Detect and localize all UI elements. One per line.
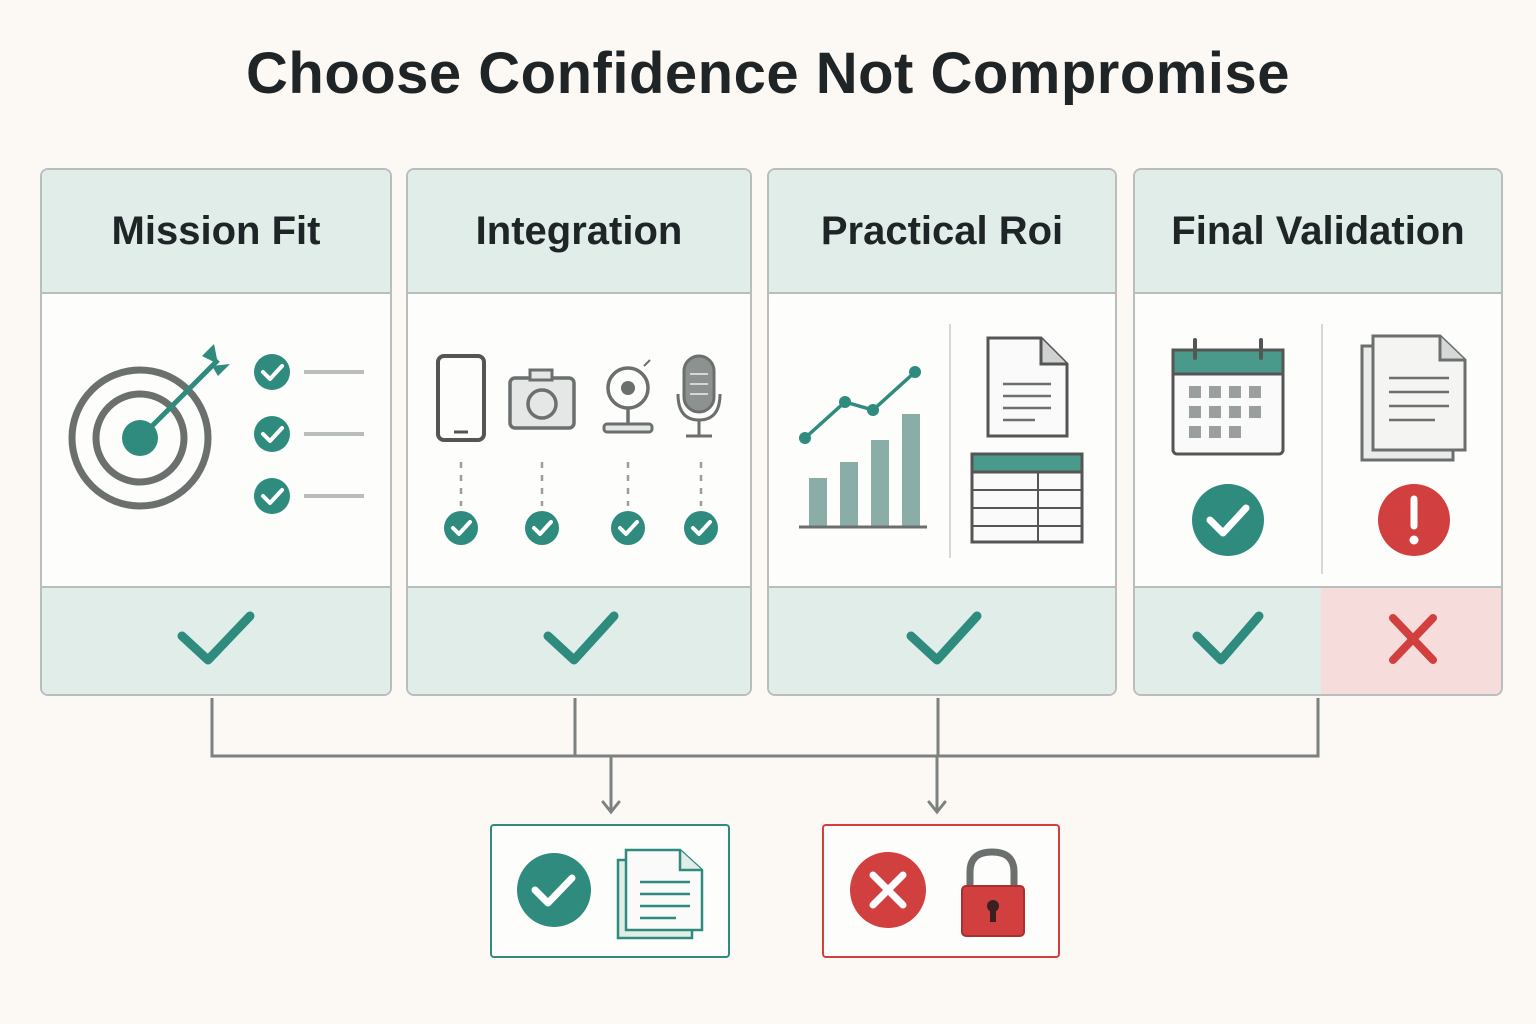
card-practical-roi: Practical Roi <box>767 168 1117 696</box>
arrow-down-icon <box>601 800 621 815</box>
result-fail <box>1321 588 1501 694</box>
phone-icon <box>436 354 486 442</box>
x-icon <box>1389 614 1437 664</box>
line-bar-chart-icon <box>799 366 927 529</box>
result-pass <box>1135 588 1321 694</box>
result-pass <box>769 586 1115 694</box>
documents-icon <box>616 848 704 940</box>
arrow-down-icon <box>927 800 947 815</box>
check-circle-icon <box>1192 484 1264 556</box>
target-icon <box>68 344 230 510</box>
padlock-icon <box>961 848 1025 937</box>
check-icon <box>543 611 619 665</box>
card-title: Practical Roi <box>769 170 1115 294</box>
checklist-icon <box>254 354 364 514</box>
card-title: Integration <box>408 170 750 294</box>
table-icon <box>970 452 1084 544</box>
x-circle-icon <box>850 852 926 928</box>
camera-icon <box>508 368 576 430</box>
check-icon <box>1192 611 1264 665</box>
webcam-icon <box>602 359 654 434</box>
card-mission-fit: Mission Fit <box>40 168 392 696</box>
result-pass <box>42 586 390 694</box>
outcome-approved <box>490 824 730 958</box>
card-title: Mission Fit <box>42 170 390 294</box>
documents-icon <box>1360 334 1467 462</box>
check-icon <box>906 611 982 665</box>
check-circle-icon <box>517 853 591 927</box>
document-icon <box>986 336 1069 438</box>
microphone-icon <box>676 354 722 438</box>
alert-icon <box>1378 484 1450 556</box>
check-circle-icon <box>444 511 718 545</box>
card-final-validation: Final Validation <box>1133 168 1503 696</box>
result-pass <box>408 586 750 694</box>
card-title: Final Validation <box>1135 170 1501 294</box>
calendar-icon <box>1171 338 1285 456</box>
card-integration: Integration <box>406 168 752 696</box>
check-icon <box>177 611 255 665</box>
page-title: Choose Confidence Not Compromise <box>246 41 1290 106</box>
outcome-rejected <box>822 824 1060 958</box>
